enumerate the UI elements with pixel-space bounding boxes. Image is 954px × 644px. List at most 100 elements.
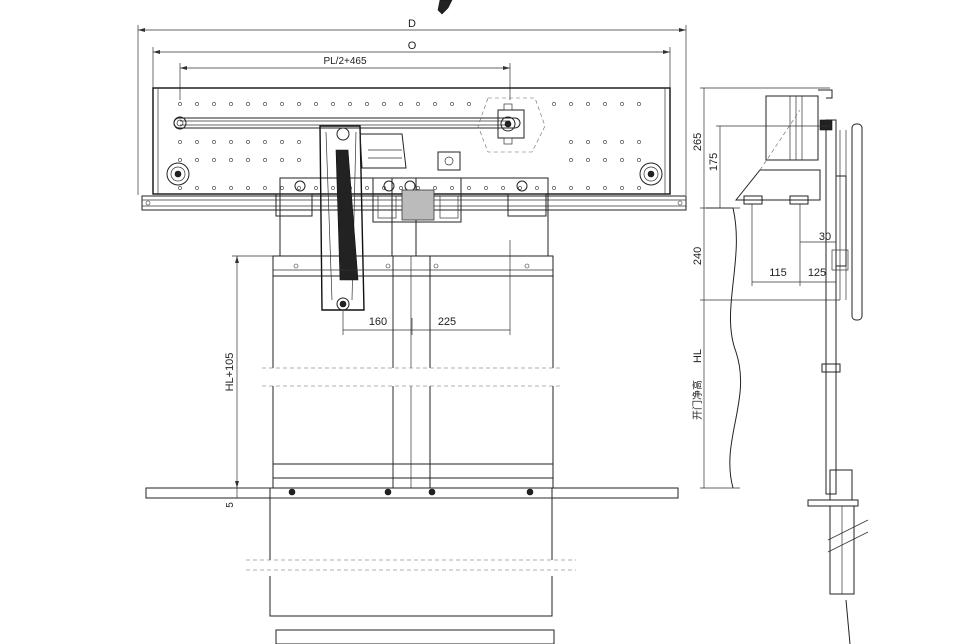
- mounting-hole: [280, 186, 284, 190]
- mounting-hole: [297, 186, 301, 190]
- mounting-hole: [246, 102, 250, 106]
- dim-o: O: [152, 40, 671, 88]
- mounting-hole: [178, 186, 182, 190]
- mounting-hole: [365, 186, 369, 190]
- mounting-hole: [416, 102, 420, 106]
- mounting-hole: [603, 186, 607, 190]
- mounting-hole: [280, 140, 284, 144]
- mounting-hole: [518, 186, 522, 190]
- dim-265: 265: [692, 87, 830, 208]
- mounting-hole: [229, 186, 233, 190]
- mounting-hole: [331, 186, 335, 190]
- mounting-hole: [178, 102, 182, 106]
- mounting-hole: [569, 186, 573, 190]
- mounting-hole: [297, 140, 301, 144]
- mounting-hole: [399, 186, 403, 190]
- mounting-hole: [331, 102, 335, 106]
- dim-175: 175: [708, 125, 830, 208]
- mounting-hole: [382, 102, 386, 106]
- mounting-hole: [178, 140, 182, 144]
- dim-160-label: 160: [369, 316, 387, 328]
- mounting-hole: [263, 158, 267, 162]
- mounting-hole: [637, 186, 641, 190]
- dim-125-label: 125: [808, 267, 826, 279]
- mounting-hole: [178, 158, 182, 162]
- hanger-left: [275, 177, 395, 257]
- mounting-hole: [314, 102, 318, 106]
- dim-5-label: 5: [225, 502, 236, 508]
- mounting-hole: [450, 186, 454, 190]
- mounting-hole: [603, 158, 607, 162]
- mounting-hole: [552, 102, 556, 106]
- mounting-hole: [569, 102, 573, 106]
- mounting-hole: [263, 102, 267, 106]
- mounting-hole: [263, 140, 267, 144]
- mounting-hole: [620, 158, 624, 162]
- sill: [145, 487, 679, 644]
- side-bracket: [734, 169, 821, 201]
- mounting-hole: [501, 186, 505, 190]
- front-view: D O PL/2+465: [137, 0, 687, 644]
- mounting-hole: [569, 158, 573, 162]
- mounting-hole: [195, 102, 199, 106]
- mounting-hole: [399, 102, 403, 106]
- mounting-hole: [586, 140, 590, 144]
- side-mast: [825, 119, 837, 495]
- mounting-hole: [365, 102, 369, 106]
- dim-240-label: 240: [692, 247, 704, 265]
- dim-hl105: HL+105 5: [224, 255, 273, 508]
- dim-d: D: [137, 18, 687, 195]
- dim-30-label: 30: [819, 231, 831, 243]
- mounting-hole: [195, 186, 199, 190]
- mounting-hole: [212, 102, 216, 106]
- side-view: 265 175 240 30 115 125: [691, 87, 869, 644]
- mounting-hole: [212, 186, 216, 190]
- mounting-hole: [467, 186, 471, 190]
- mounting-hole: [586, 102, 590, 106]
- dim-hl-label: HL: [692, 349, 704, 363]
- door-panels: [262, 255, 562, 489]
- mounting-hole: [535, 186, 539, 190]
- mounting-hole: [637, 102, 641, 106]
- swing-arm: [319, 125, 407, 311]
- mounting-hole: [297, 102, 301, 106]
- mounting-hole: [620, 186, 624, 190]
- door-lock: [372, 151, 462, 223]
- mounting-hole: [433, 186, 437, 190]
- mounting-hole: [552, 186, 556, 190]
- clear-height-label: 开门净高: [691, 380, 704, 420]
- mounting-hole: [229, 158, 233, 162]
- mounting-hole: [586, 186, 590, 190]
- mounting-hole: [263, 186, 267, 190]
- mounting-hole: [433, 102, 437, 106]
- dim-hl105-label: HL+105: [224, 353, 236, 392]
- side-motor: [765, 95, 819, 161]
- mounting-hole: [297, 158, 301, 162]
- mounting-hole: [586, 158, 590, 162]
- mounting-hole: [620, 102, 624, 106]
- mounting-hole: [603, 102, 607, 106]
- dim-hl: HL 开门净高: [691, 300, 740, 489]
- mounting-hole: [246, 158, 250, 162]
- motor-unit: [477, 97, 546, 153]
- mounting-hole: [569, 140, 573, 144]
- pulley-left: [166, 162, 190, 186]
- mounting-hole: [212, 140, 216, 144]
- dim-30: 30: [800, 231, 836, 243]
- mounting-hole: [229, 102, 233, 106]
- dim-160-225: 160 225: [342, 240, 511, 335]
- top-fragment: [437, 0, 453, 15]
- mounting-hole: [246, 186, 250, 190]
- dim-265-label: 265: [692, 133, 704, 151]
- mounting-hole: [280, 158, 284, 162]
- dim-pl: PL/2+465: [179, 56, 511, 100]
- mounting-hole: [212, 158, 216, 162]
- side-sill: [829, 469, 853, 501]
- mounting-hole: [229, 140, 233, 144]
- mounting-hole: [637, 158, 641, 162]
- dim-pl-label: PL/2+465: [323, 56, 367, 67]
- pulley-right: [639, 162, 663, 186]
- header-holes: [178, 102, 641, 190]
- dim-225-label: 225: [438, 316, 456, 328]
